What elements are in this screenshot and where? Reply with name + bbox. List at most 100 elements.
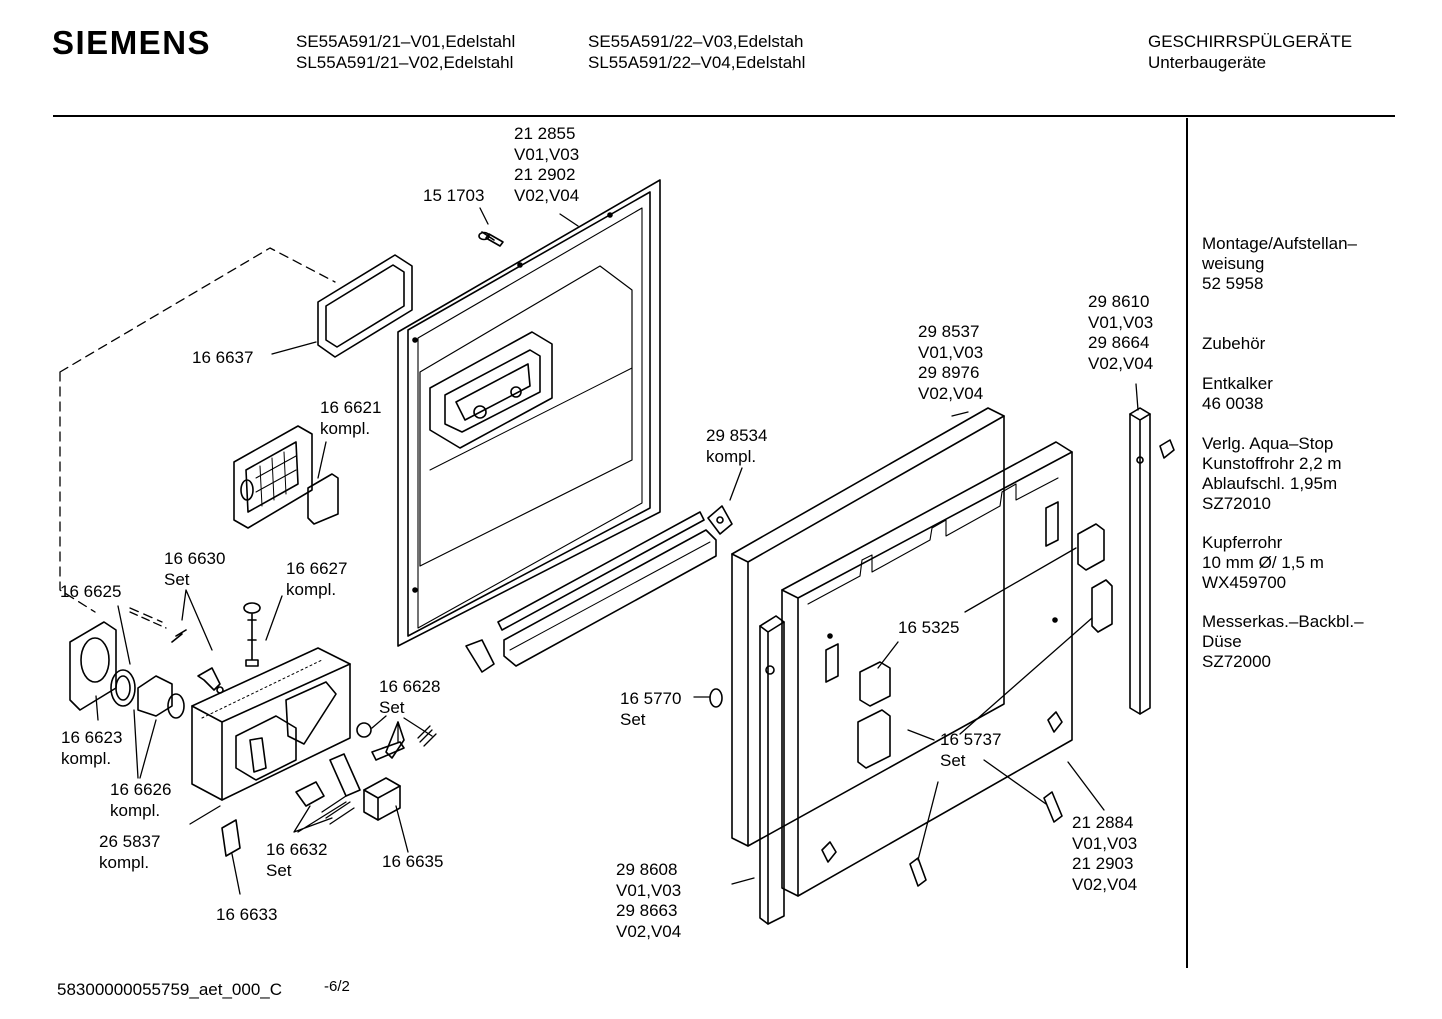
screw-151703 bbox=[478, 231, 504, 247]
sidebar-line: WX459700 bbox=[1202, 573, 1287, 592]
part-label-165325: 16 5325 bbox=[898, 618, 959, 639]
part-variant: kompl. bbox=[110, 800, 161, 820]
part-variant: V02,V04 bbox=[1072, 874, 1138, 894]
sidebar-line: Ablaufschl. 1,95m bbox=[1202, 474, 1338, 493]
part-variant: Set bbox=[164, 569, 190, 589]
model-line: SE55A591/21–V01,Edelstahl bbox=[296, 32, 516, 51]
part-label-166630: 16 6630 Set bbox=[164, 549, 225, 590]
sidebar-accessories: Zubehör bbox=[1202, 334, 1265, 354]
part-number: 16 6623 bbox=[61, 728, 123, 747]
part-label-166637: 16 6637 bbox=[192, 348, 253, 369]
part-number: 26 5837 bbox=[99, 832, 161, 851]
sidebar-line: weisung bbox=[1202, 254, 1265, 273]
part-number: 16 6637 bbox=[192, 348, 254, 367]
part-label-166625: 16 6625 bbox=[60, 582, 121, 603]
model-list-2: SE55A591/22–V03,Edelstah SL55A591/22–V04… bbox=[588, 31, 805, 73]
part-label-166628: 16 6628 Set bbox=[379, 677, 440, 718]
part-number: 16 6633 bbox=[216, 905, 278, 924]
brand-logo: SIEMENS bbox=[52, 24, 212, 61]
sidebar-line: Entkalker bbox=[1202, 374, 1273, 393]
sidebar-line: 10 mm Ø/ 1,5 m bbox=[1202, 553, 1324, 572]
part-label-166627: 16 6627 kompl. bbox=[286, 559, 347, 600]
part-number: 29 8976 bbox=[918, 363, 980, 382]
part-variant: V01,V03 bbox=[616, 880, 682, 900]
part-number: 21 2855 bbox=[514, 124, 576, 143]
part-variant: V02,V04 bbox=[616, 921, 682, 941]
pin-set-166628 bbox=[356, 721, 437, 761]
hinge-block-165325 bbox=[857, 523, 1113, 769]
sidebar-line: SZ72000 bbox=[1202, 652, 1271, 671]
control-module-housing bbox=[191, 647, 351, 801]
door-inner-panel bbox=[397, 179, 661, 647]
dashed-group-outline bbox=[59, 247, 336, 623]
part-variant: Set bbox=[379, 697, 405, 717]
part-number: 16 6621 bbox=[320, 398, 382, 417]
sidebar-nozzle: Messerkas.–Backbl.– Düse SZ72000 bbox=[1202, 612, 1364, 672]
category-subtitle: Unterbaugeräte bbox=[1148, 53, 1267, 72]
part-variant: V01,V03 bbox=[514, 144, 580, 164]
spring-set-166632 bbox=[295, 753, 361, 825]
cap-165770 bbox=[709, 688, 723, 708]
sidebar-line: 52 5958 bbox=[1202, 274, 1264, 293]
part-number: 16 5325 bbox=[898, 618, 960, 637]
part-number: 16 6628 bbox=[379, 677, 441, 696]
part-number: 21 2903 bbox=[1072, 854, 1134, 873]
switch-166635 bbox=[363, 777, 401, 821]
sidebar-descaler: Entkalker 46 0038 bbox=[1202, 374, 1273, 414]
outer-panel-298537 bbox=[731, 407, 1005, 847]
part-number: 16 6625 bbox=[60, 582, 122, 601]
part-number: 15 1703 bbox=[423, 186, 485, 205]
part-label-212884: 21 2884 V01,V03 21 2903 V02,V04 bbox=[1072, 813, 1137, 895]
part-number: 29 8534 bbox=[706, 426, 768, 445]
gasket-166637 bbox=[317, 254, 413, 358]
control-knob-166623 bbox=[69, 621, 185, 719]
sidebar-rule bbox=[1186, 118, 1188, 968]
part-variant: V01,V03 bbox=[1072, 833, 1138, 853]
bracket-165737 bbox=[909, 791, 1063, 887]
part-variant: kompl. bbox=[320, 418, 371, 438]
part-number: 29 8537 bbox=[918, 322, 980, 341]
part-variant: Set bbox=[620, 709, 646, 729]
sidebar-copper-pipe: Kupferrohr 10 mm Ø/ 1,5 m WX459700 bbox=[1202, 533, 1324, 593]
part-number: 16 6627 bbox=[286, 559, 348, 578]
part-label-166626: 16 6626 kompl. bbox=[110, 780, 171, 821]
part-number: 29 8663 bbox=[616, 901, 678, 920]
part-label-166621: 16 6621 kompl. bbox=[320, 398, 381, 439]
sidebar-line: SZ72010 bbox=[1202, 494, 1271, 513]
carrier-plate-212884 bbox=[781, 441, 1073, 897]
part-variant: V02,V04 bbox=[918, 383, 984, 403]
handle-frame-166621 bbox=[233, 425, 339, 529]
part-variant: kompl. bbox=[286, 579, 337, 599]
sidebar-line: Verlg. Aqua–Stop bbox=[1202, 434, 1334, 453]
sidebar-line: 46 0038 bbox=[1202, 394, 1264, 413]
spring-part-166630 bbox=[171, 629, 224, 694]
document-id: 58300000055759_aet_000_C bbox=[57, 980, 283, 999]
part-number: 16 5770 bbox=[620, 689, 682, 708]
part-number: 16 6632 bbox=[266, 840, 328, 859]
hinge-298534 bbox=[707, 505, 733, 535]
sidebar-line: Montage/Aufstellan– bbox=[1202, 234, 1357, 253]
sidebar-line: Kunstoffrohr 2,2 m bbox=[1202, 454, 1342, 473]
valve-166627 bbox=[243, 602, 261, 667]
part-label-298610: 29 8610 V01,V03 29 8664 V02,V04 bbox=[1088, 292, 1153, 374]
part-label-298537: 29 8537 V01,V03 29 8976 V02,V04 bbox=[918, 322, 983, 404]
part-variant: V02,V04 bbox=[1088, 353, 1154, 373]
part-label-166635: 16 6635 bbox=[382, 852, 443, 873]
leader-lines bbox=[95, 207, 1139, 895]
part-number: 16 6635 bbox=[382, 852, 444, 871]
part-label-166623: 16 6623 kompl. bbox=[61, 728, 122, 769]
model-list-1: SE55A591/21–V01,Edelstahl SL55A591/21–V0… bbox=[296, 31, 515, 73]
part-label-298608: 29 8608 V01,V03 29 8663 V02,V04 bbox=[616, 860, 681, 942]
part-label-166633: 16 6633 bbox=[216, 905, 277, 926]
door-rails bbox=[465, 511, 717, 673]
sidebar-installation-manual: Montage/Aufstellan– weisung 52 5958 bbox=[1202, 234, 1357, 294]
category-title: GESCHIRRSPÜLGERÄTE bbox=[1148, 32, 1353, 51]
part-label-298534: 29 8534 kompl. bbox=[706, 426, 767, 467]
part-label-151703: 15 1703 bbox=[423, 186, 484, 207]
part-variant: Set bbox=[940, 750, 966, 770]
part-variant: kompl. bbox=[61, 748, 112, 768]
sidebar-line: Düse bbox=[1202, 632, 1242, 651]
side-strip-298610 bbox=[1129, 407, 1175, 715]
part-variant: V01,V03 bbox=[918, 342, 984, 362]
